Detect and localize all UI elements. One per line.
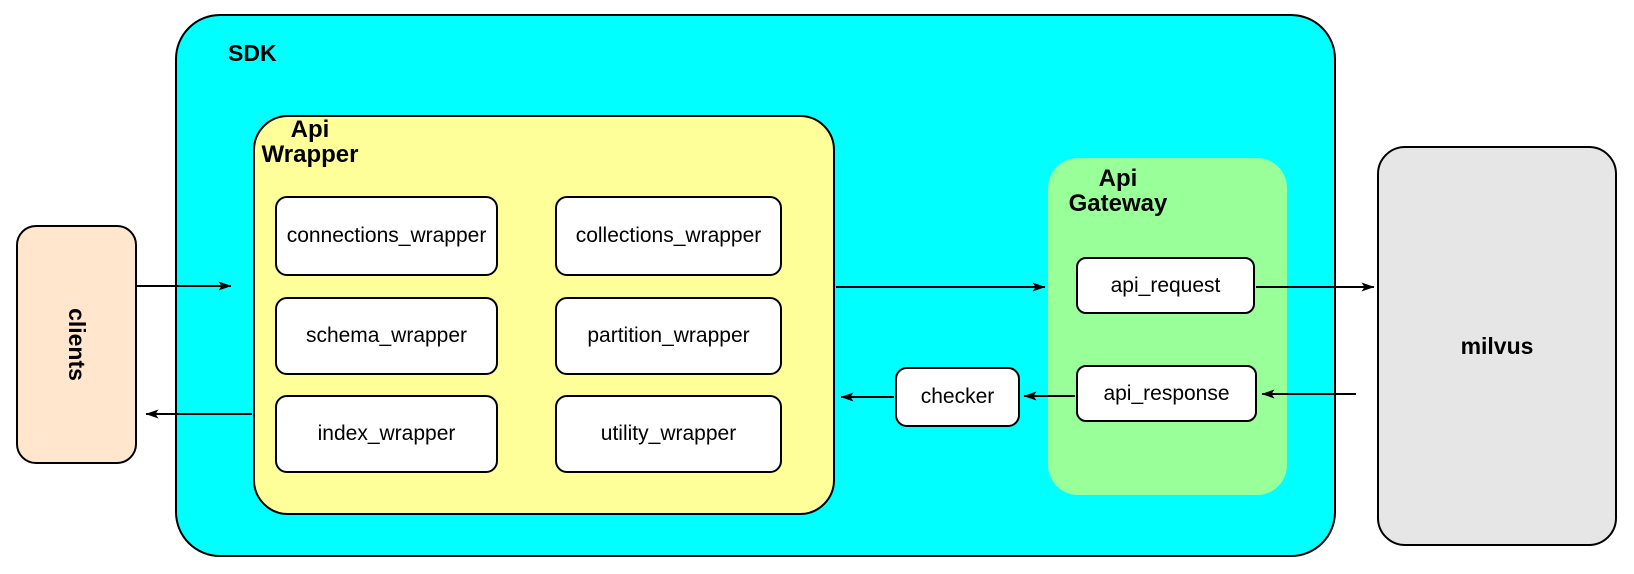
milvus-label: milvus [1460,332,1534,359]
node-connections-wrapper: connections_wrapper [275,196,498,276]
connections-wrapper-label: connections_wrapper [286,224,487,247]
api-response-label: api_response [1103,381,1230,405]
partition-wrapper-label: partition_wrapper [587,324,750,347]
sdk-label: SDK [228,40,277,66]
node-api-response: api_response [1076,365,1257,422]
node-checker: checker [895,367,1020,427]
api-wrapper-label: Api Wrapper [261,116,359,168]
node-collections-wrapper: collections_wrapper [555,196,782,276]
node-partition-wrapper: partition_wrapper [555,297,782,375]
schema-wrapper-label: schema_wrapper [305,324,468,347]
node-schema-wrapper: schema_wrapper [275,297,498,375]
api-gateway-label: Api Gateway [1068,165,1168,217]
api-request-label: api_request [1110,273,1221,297]
node-clients: clients [16,225,137,464]
utility-wrapper-label: utility_wrapper [600,422,737,445]
node-index-wrapper: index_wrapper [275,395,498,473]
collections-wrapper-label: collections_wrapper [575,224,762,247]
clients-label: clients [64,308,90,381]
node-milvus: milvus [1377,146,1617,546]
checker-label: checker [920,385,995,408]
node-api-gateway [1048,158,1287,495]
node-utility-wrapper: utility_wrapper [555,395,782,473]
node-api-request: api_request [1076,257,1255,314]
index-wrapper-label: index_wrapper [317,422,456,445]
